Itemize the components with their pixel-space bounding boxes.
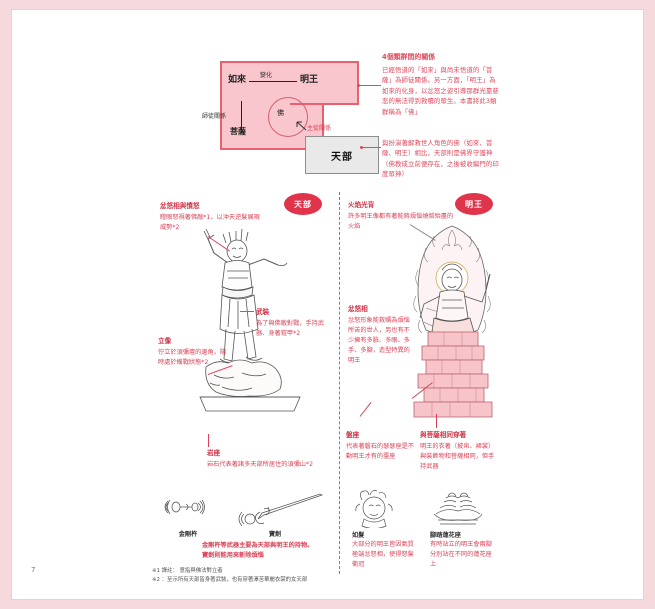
diagram-butsu-circle bbox=[268, 97, 308, 137]
callout-tenbu-standing-heading: 立像 bbox=[158, 337, 172, 345]
callout-myouou-flame-heading: 火焰光背 bbox=[348, 201, 375, 209]
callout-myouou-seat-heading: 盤座 bbox=[346, 431, 360, 439]
badge-myouou: 明王 bbox=[455, 193, 493, 215]
lead-line-myouou-seat bbox=[359, 402, 372, 417]
callout-tenbu-armour-body: 為了與佛敵對戰，手持武器、身著鎧甲*2 bbox=[256, 320, 325, 337]
description-hair: 大部分的明王皆因氣質極端忿怒相，使得怒髮衝冠 bbox=[352, 541, 414, 569]
callout-myouou-flame-body: 許多明王像都有著能將煩惱燒燬殆盡的火焰 bbox=[348, 213, 454, 230]
diagram-myouou-label: 明王 bbox=[300, 75, 319, 85]
callout-tenbu-armour-heading: 武裝 bbox=[256, 308, 270, 316]
diagram-shito-label: 師徒關係 bbox=[202, 113, 227, 120]
lead-line-tenbu-armour bbox=[240, 311, 254, 312]
callout-myouou-seat-body: 代表著磐石的瑟瑟座是不動明王才有的臺座 bbox=[346, 443, 415, 460]
lead-line-tenbu-rock bbox=[208, 434, 209, 447]
lead-line-bottom bbox=[362, 147, 381, 148]
lead-line-top bbox=[359, 85, 381, 86]
side-note-bottom: 與扮演著解救世人角色的佛（如來、菩薩、明王）相比，天部則是佛界守護神（佛教成立前… bbox=[382, 138, 502, 180]
side-note-top-heading: 4個類群間的關係 bbox=[382, 53, 436, 61]
description-weapons: 金剛杵等武器主要為天部與明王的持物。寶劍則能用來斬除煩惱 bbox=[202, 542, 314, 560]
lead-dot-bottom bbox=[360, 145, 363, 149]
callout-myouou-angry: 忿怒相 忿怒形象能救贖為煩惱所苦的世人，另也有不少擁有多臉、多眼、多手、多腳，造… bbox=[348, 304, 410, 366]
footnote-1: ※1 譯註： 意指與佛法對立者 bbox=[152, 568, 223, 574]
callout-myouou-angry-body: 忿怒形象能救贖為煩惱所苦的世人，另也有不少擁有多臉、多眼、多手、多腳，造型特異的… bbox=[348, 317, 410, 364]
diagram-henka-label: 變化 bbox=[260, 72, 273, 79]
lead-dot-top bbox=[357, 83, 360, 87]
footnotes: ※1 譯註： 意指與佛法對立者 ※2 ：至示所有天部皆身著武裝，也有穿著澤苦華麗… bbox=[152, 567, 532, 586]
callout-tenbu-standing: 立像 佇立於須彌壇的邊角，隨時處於備戰狀態*2 bbox=[158, 336, 230, 368]
callout-myouou-flame: 火焰光背 許多明王像都有著能將煩惱燒燬殆盡的火焰 bbox=[348, 200, 456, 232]
side-note-top: 4個類群間的關係 已經悟道的「如來」與尚未悟道的「菩薩」為師徒關係。另一方面，「… bbox=[382, 52, 500, 117]
diagram-bosatsu-label: 菩薩 bbox=[230, 127, 246, 136]
diagram-tenbu-box: 天部 bbox=[305, 136, 379, 174]
callout-tenbu-standing-body: 佇立於須彌壇的邊角，隨時處於備戰狀態*2 bbox=[158, 349, 227, 366]
callout-myouou-angry-heading: 忿怒相 bbox=[348, 305, 368, 313]
callout-tenbu-angry-heading: 忿怒相與憤怒 bbox=[160, 202, 200, 210]
callout-myouou-seat: 盤座 代表著磐石的瑟瑟座是不動明王才有的臺座 bbox=[346, 430, 416, 462]
tenbu-statue-illustration bbox=[199, 228, 301, 412]
myouou-statue-illustration bbox=[413, 225, 493, 418]
book-page: 變化 如來 明王 師徒關係 佛 菩薩 主從關係 天部 4個類群間的關係 已經悟道… bbox=[12, 10, 643, 599]
relationship-diagram: 變化 如來 明王 師徒關係 佛 菩薩 主從關係 天部 bbox=[202, 53, 380, 174]
callout-tenbu-angry: 忿怒相與憤怒 瞪眼怒視著佛敵*1，以沖天逆髮展現威勢*2 bbox=[160, 201, 260, 233]
callout-myouou-clothes-heading: 與菩薩相同穿著 bbox=[420, 431, 467, 439]
caption-sword: 寶劍 bbox=[268, 531, 282, 538]
badge-tenbu: 天部 bbox=[284, 193, 322, 215]
callout-myouou-clothes: 與菩薩相同穿著 明王的衣著（披帛、裙裳）與裝飾物和菩薩相同，但手持武器 bbox=[420, 430, 498, 472]
section-divider bbox=[339, 192, 340, 574]
vajra-illustration bbox=[164, 499, 205, 515]
side-note-top-body: 已經悟道的「如來」與尚未悟道的「菩薩」為師徒關係。另一方面，「明王」為如來的化身… bbox=[382, 66, 499, 116]
diagram-butsu-label: 佛 bbox=[277, 109, 284, 117]
callout-tenbu-rock-heading: 岩座 bbox=[207, 449, 221, 457]
diagram-shuju-label: 主從關係 bbox=[307, 125, 332, 132]
lotus-seat-illustration bbox=[433, 492, 483, 525]
description-lotus: 有時站立的明王會兩腳分別站在不同的蓮花座上 bbox=[430, 541, 492, 569]
caption-vajra: 金剛杵 bbox=[178, 531, 198, 538]
callout-myouou-clothes-body: 明王的衣著（披帛、裙裳）與裝飾物和菩薩相同，但手持武器 bbox=[420, 443, 495, 470]
diagram-shuju-arrow-icon bbox=[296, 121, 307, 131]
diagram-horizontal-arrow bbox=[249, 81, 297, 82]
callout-tenbu-rock-body: 岩石代表著諸多天部所居住的須彌山*2 bbox=[207, 461, 314, 469]
diagram-nyorai-label: 如來 bbox=[228, 75, 247, 85]
diagram-vertical-arrow bbox=[241, 101, 242, 133]
footnote-2: ※2 ：至示所有天部皆身著武裝，也有穿著澤苦華麗衣裳的女天部 bbox=[152, 577, 308, 584]
caption-lotus: 腳踏蓮花座 bbox=[430, 532, 461, 539]
sword-illustration bbox=[238, 493, 323, 527]
page-number: 7 bbox=[31, 566, 36, 574]
side-note-bottom-body: 與扮演著解救世人角色的佛（如來、菩薩、明王）相比，天部則是佛界守護神（佛教成立前… bbox=[382, 139, 499, 179]
callout-tenbu-angry-body: 瞪眼怒視著佛敵*1，以沖天逆髮展現威勢*2 bbox=[160, 214, 260, 231]
hair-illustration bbox=[355, 490, 393, 528]
diagram-myouou-box bbox=[290, 61, 359, 105]
caption-hair: 如髮 bbox=[352, 532, 365, 539]
callout-tenbu-rock: 岩座 岩石代表著諸多天部所居住的須彌山*2 bbox=[207, 448, 317, 470]
lead-line-myouou-clothes bbox=[436, 414, 437, 428]
callout-tenbu-armour: 武裝 為了與佛敵對戰，手持武器、身著鎧甲*2 bbox=[256, 307, 328, 339]
